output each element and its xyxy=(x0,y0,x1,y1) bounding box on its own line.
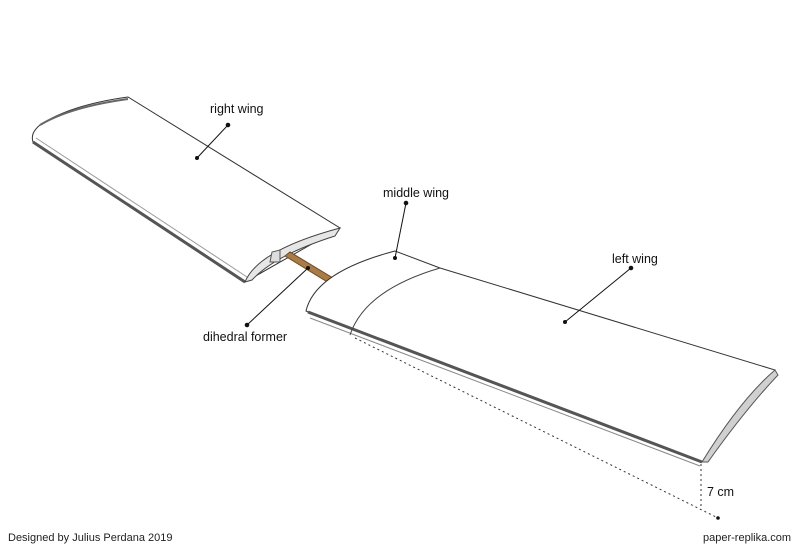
footer-website: paper-replika.com xyxy=(703,532,792,544)
label-dimension: 7 cm xyxy=(707,485,735,499)
right-wing xyxy=(31,96,342,284)
middle-left-wing xyxy=(305,250,779,467)
leader-lines xyxy=(195,122,634,328)
dihedral-dimension xyxy=(354,337,719,519)
label-dihedral-former: dihedral former xyxy=(203,330,288,344)
footer-credit: Designed by Julius Perdana 2019 xyxy=(8,532,173,544)
dimension-end-dot xyxy=(716,516,720,520)
label-middle-wing: middle wing xyxy=(383,186,450,200)
label-right-wing: right wing xyxy=(210,102,264,116)
label-left-wing: left wing xyxy=(612,252,658,266)
